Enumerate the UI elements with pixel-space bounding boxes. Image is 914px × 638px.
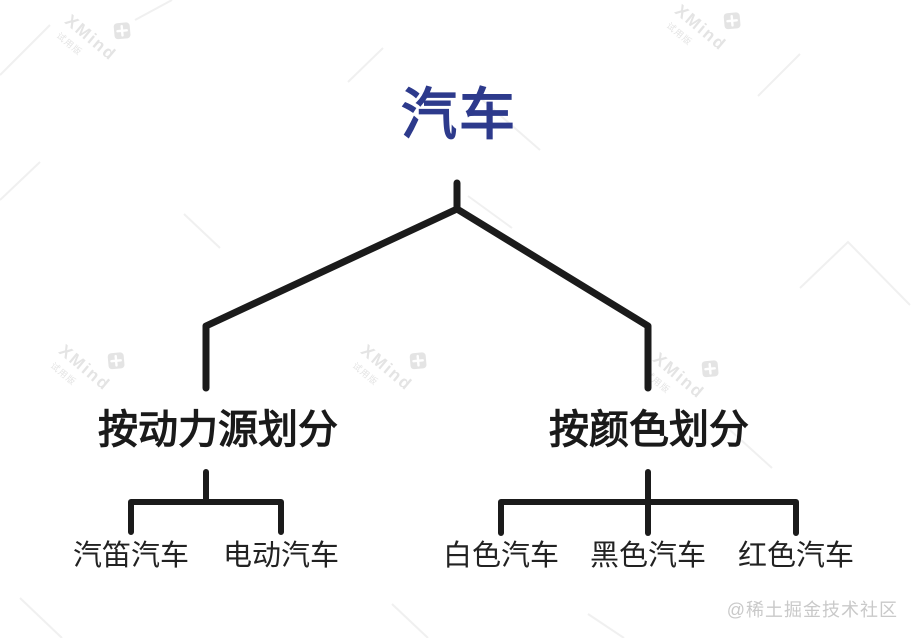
- connector-branch-left-children: [128, 499, 284, 535]
- xmind-watermark-text: XMind: [55, 340, 115, 395]
- xmind-watermark-text: XMind: [649, 348, 709, 403]
- xmind-logo-icon: [723, 12, 741, 30]
- xmind-watermark-subtext: 试用版: [48, 360, 79, 388]
- connector-root-to-branch-right: [453, 205, 652, 392]
- xmind-watermark-text: XMind: [671, 0, 731, 55]
- node-leaf-electric-car: 电动汽车: [222, 540, 340, 572]
- node-leaf-whistle-car: 汽笛汽车: [72, 540, 190, 572]
- xmind-watermark-subtext: 试用版: [350, 360, 381, 388]
- xmind-watermark-subtext: 试用版: [642, 368, 673, 396]
- xmind-logo-icon: [409, 352, 427, 370]
- node-branch-power-source: 按动力源划分: [98, 408, 338, 452]
- xmind-logo-icon: [113, 22, 131, 40]
- node-branch-color: 按颜色划分: [549, 408, 749, 452]
- node-leaf-white-car: 白色汽车: [442, 540, 560, 572]
- node-root: 汽车: [401, 83, 517, 146]
- xmind-logo-icon: [107, 352, 125, 370]
- xmind-watermark: XMind 试用版: [653, 0, 768, 99]
- xmind-watermark-subtext: 试用版: [664, 20, 695, 48]
- node-leaf-red-car: 红色汽车: [737, 540, 855, 572]
- attribution-watermark: @稀土掘金技术社区: [726, 600, 898, 620]
- xmind-watermark: XMind 试用版: [339, 329, 454, 440]
- xmind-watermark-text: XMind: [61, 10, 121, 65]
- xmind-watermark-subtext: 试用版: [54, 30, 85, 58]
- xmind-watermark: XMind 试用版: [43, 0, 158, 109]
- xmind-logo-icon: [701, 360, 719, 378]
- connector-root-to-branch-left: [202, 205, 461, 392]
- connector-branch-right-children: [498, 499, 799, 536]
- xmind-watermark-text: XMind: [357, 340, 417, 395]
- node-leaf-black-car: 黑色汽车: [589, 540, 707, 572]
